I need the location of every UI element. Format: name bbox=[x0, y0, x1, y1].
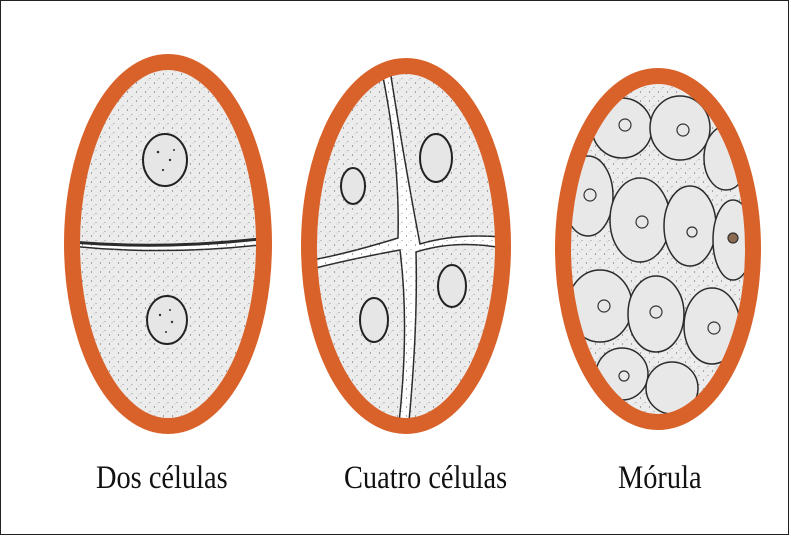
caption-four-cells: Cuatro células bbox=[344, 462, 507, 495]
embryo-four-cells bbox=[300, 60, 514, 434]
blastomere bbox=[610, 178, 670, 262]
caption-morula: Mórula bbox=[618, 462, 702, 495]
embryo-two-cells bbox=[70, 60, 270, 430]
caption-two-cells: Dos células bbox=[96, 462, 228, 495]
blastomere bbox=[664, 186, 716, 266]
nucleus bbox=[360, 298, 388, 342]
nucleus bbox=[341, 168, 365, 204]
blastomere bbox=[628, 276, 684, 352]
nucleus bbox=[143, 134, 187, 186]
nucleus bbox=[420, 134, 452, 182]
nucleus bbox=[147, 296, 187, 344]
nucleus bbox=[438, 265, 466, 307]
embryo-morula bbox=[560, 74, 760, 424]
